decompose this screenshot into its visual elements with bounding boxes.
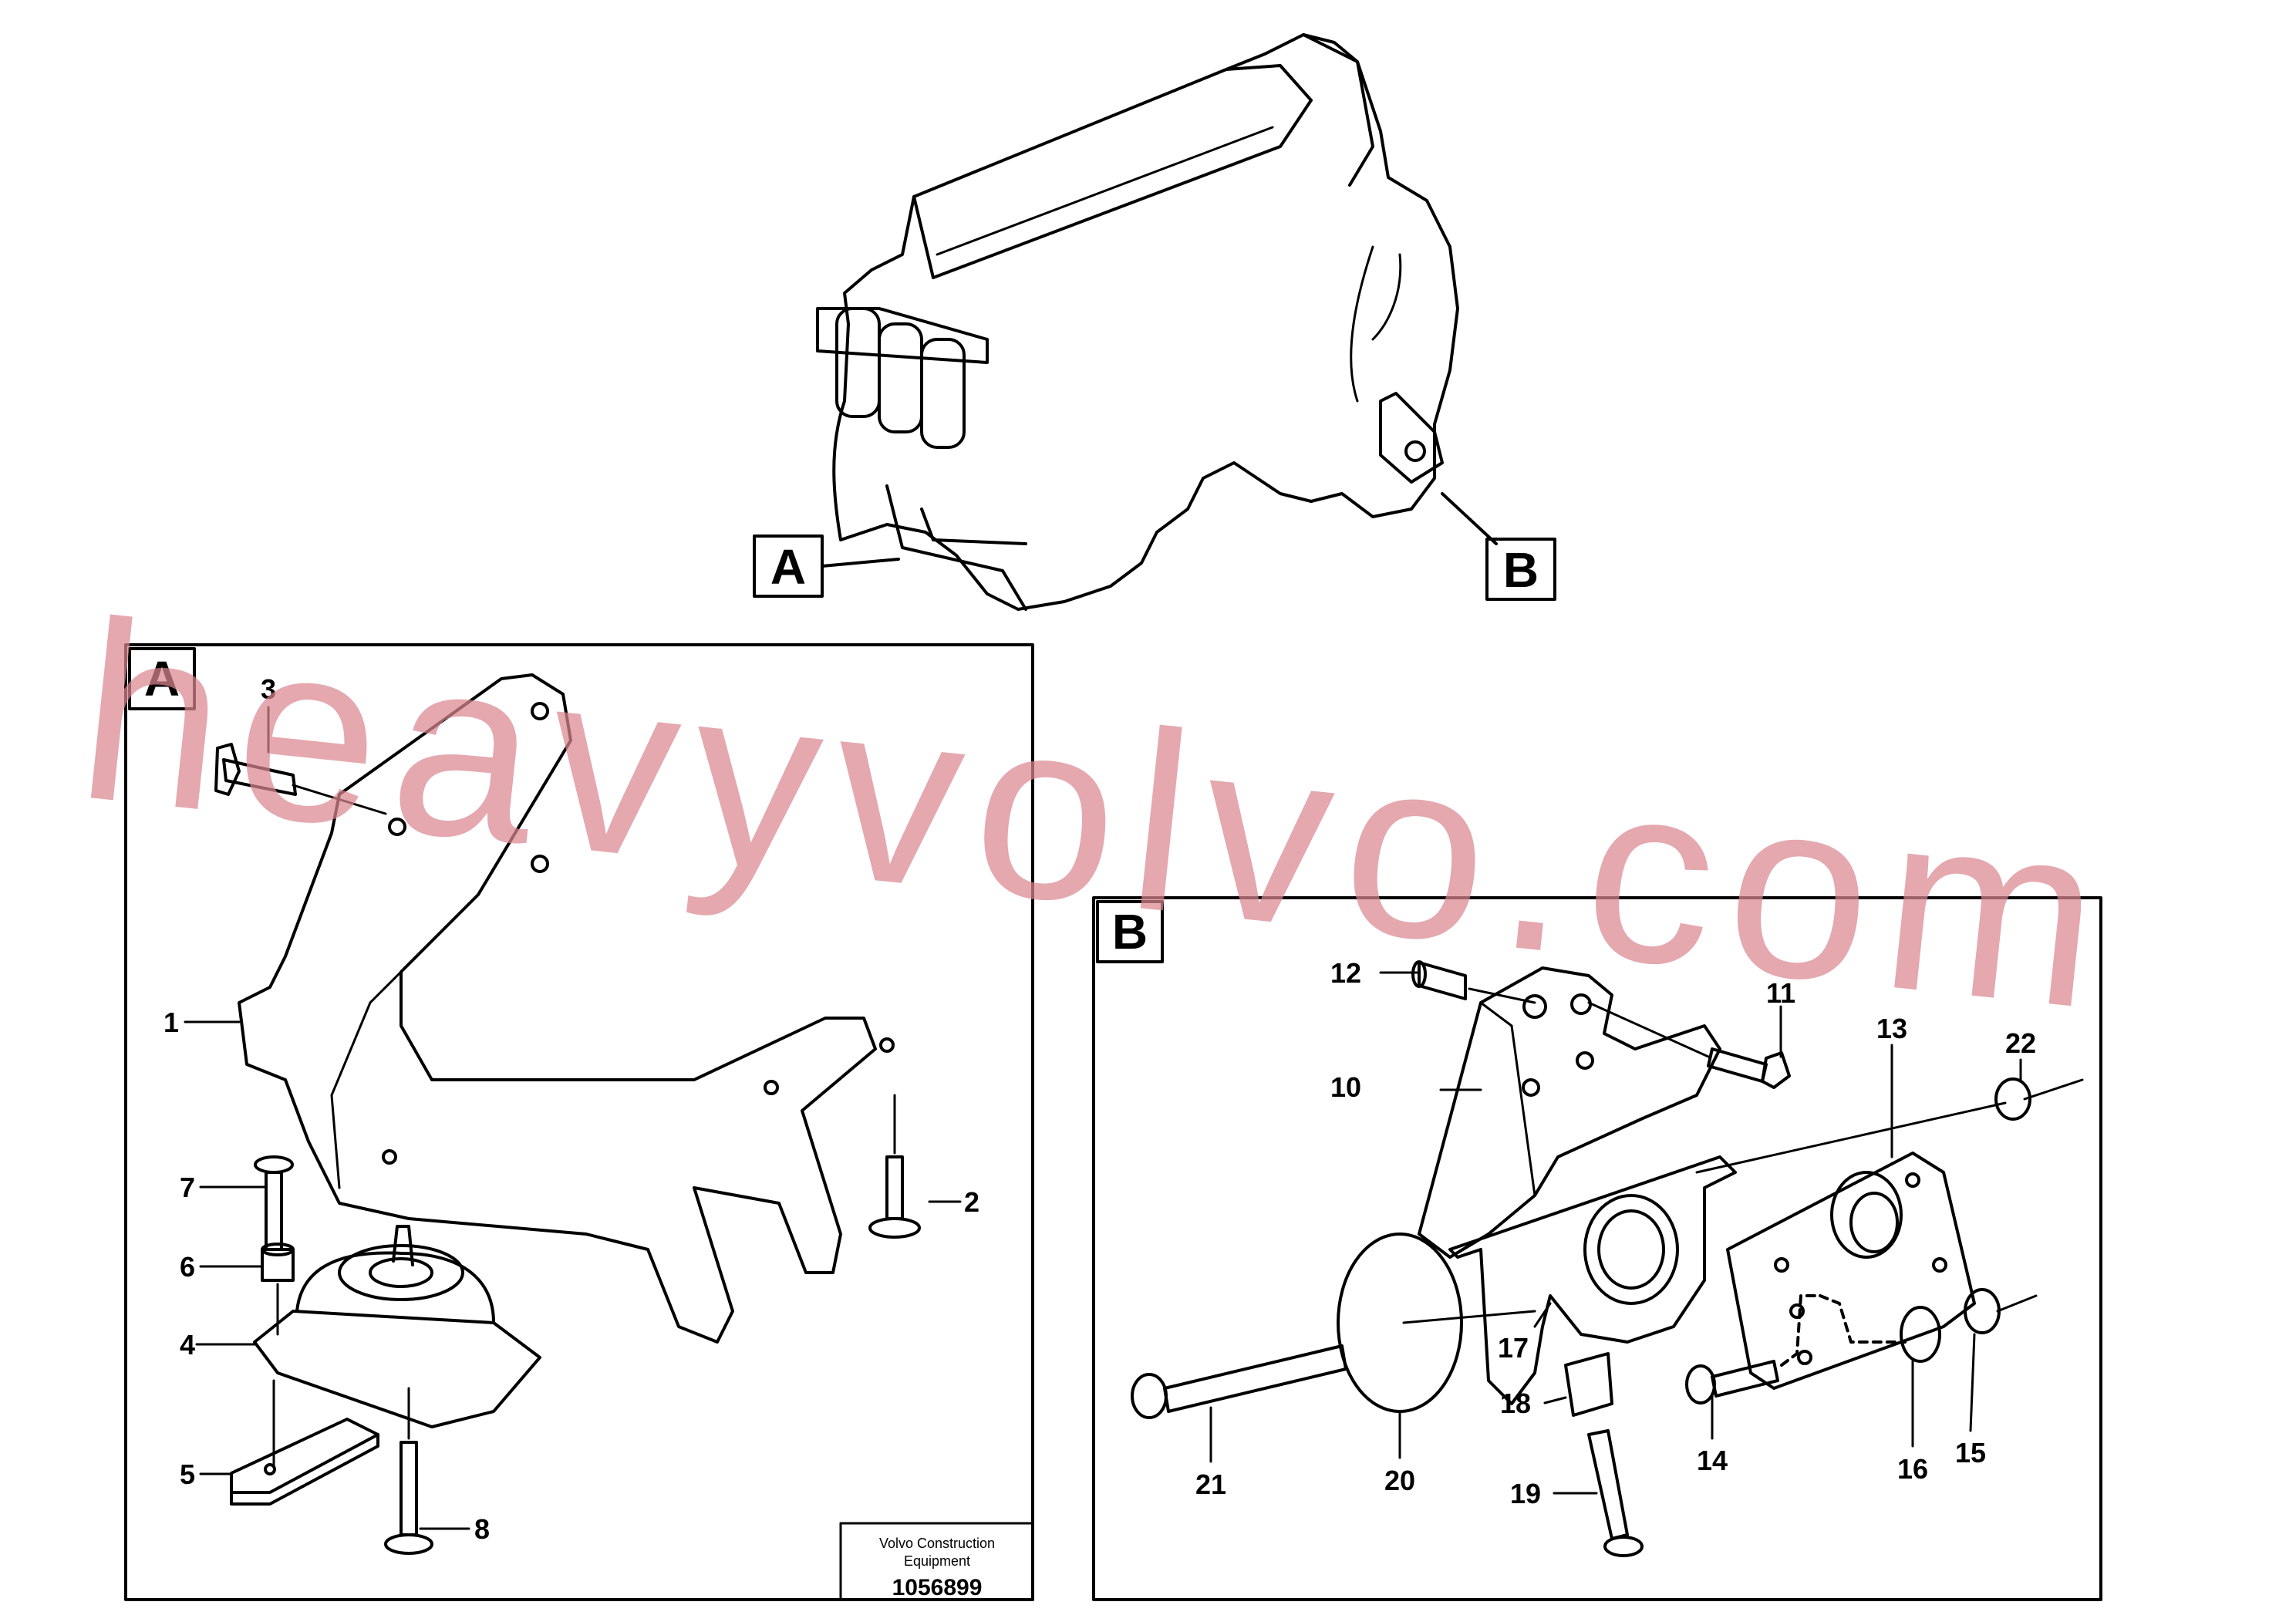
part-label-20: 20 xyxy=(1384,1465,1415,1496)
part-label-17: 17 xyxy=(1498,1332,1529,1364)
part-label-22: 22 xyxy=(2005,1027,2036,1059)
engine-callout-a-frame xyxy=(753,534,824,598)
footer-company-line1: Volvo Construction xyxy=(879,1536,995,1551)
part-label-14: 14 xyxy=(1697,1445,1728,1476)
part-label-4: 4 xyxy=(180,1329,195,1361)
part-label-19: 19 xyxy=(1510,1478,1541,1509)
part-label-8: 8 xyxy=(474,1513,490,1545)
part-label-21: 21 xyxy=(1195,1469,1226,1500)
detail-b: B xyxy=(1092,896,2102,1601)
part-label-5: 5 xyxy=(180,1458,195,1490)
part-label-11: 11 xyxy=(1766,977,1795,1009)
engine-callout-b-frame xyxy=(1485,538,1556,601)
part-label-3: 3 xyxy=(261,673,276,705)
detail-b-frame xyxy=(1092,896,2102,1601)
detail-b-tag xyxy=(1096,900,1164,963)
footer-company-line2: Equipment xyxy=(904,1553,970,1569)
detail-a-letter: A xyxy=(144,651,180,706)
engine-callout-a: A xyxy=(770,539,806,595)
part-label-16: 16 xyxy=(1897,1453,1928,1485)
part-label-18: 18 xyxy=(1500,1388,1531,1419)
engine-callout-b: B xyxy=(1503,542,1539,598)
watermark-text: heavyvolvo.com xyxy=(68,567,2127,1065)
engine-overview: A B xyxy=(753,33,1556,611)
part-label-2: 2 xyxy=(964,1186,979,1218)
footer-block: Volvo Construction Equipment 1056899 xyxy=(839,1522,1034,1601)
detail-a: A xyxy=(124,643,1034,1601)
part-label-10: 10 xyxy=(1330,1071,1361,1103)
drawing-number: 1056899 xyxy=(892,1575,983,1600)
part-label-12: 12 xyxy=(1330,957,1361,989)
detail-a-frame xyxy=(124,643,1034,1601)
part-label-7: 7 xyxy=(180,1172,195,1203)
part-label-1: 1 xyxy=(164,1007,179,1038)
part-label-6: 6 xyxy=(180,1251,195,1283)
detail-a-tag xyxy=(128,647,196,710)
part-label-13: 13 xyxy=(1876,1013,1907,1044)
part-label-15: 15 xyxy=(1955,1437,1986,1469)
detail-b-letter: B xyxy=(1112,904,1148,959)
